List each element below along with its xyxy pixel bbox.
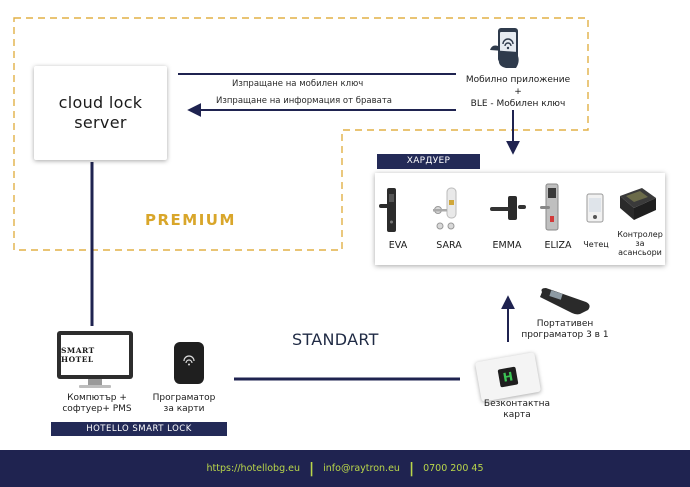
footer-separator: | xyxy=(408,460,415,477)
elevator-controller-icon xyxy=(620,188,656,220)
mobile-phone-icon xyxy=(490,28,519,68)
standart-label: STANDART xyxy=(292,330,379,349)
computer-monitor-icon: SMART HOTEL xyxy=(57,331,133,389)
cloud-lock-server-box: cloud lock server xyxy=(34,66,167,160)
hardware-badge: ХАРДУЕР xyxy=(377,154,480,169)
eva-lock-icon xyxy=(379,188,396,232)
computer-label: Компютър + софтуер+ PMS xyxy=(62,393,132,414)
portable-programmer-icon xyxy=(540,288,590,315)
footer-bar: https://hotellobg.eu | info@raytron.eu |… xyxy=(0,450,690,487)
server-title: cloud lock server xyxy=(58,93,143,132)
premium-label: PREMIUM xyxy=(145,211,236,229)
hotello-smart-lock-badge: HOTELLO SMART LOCK xyxy=(51,422,227,436)
portable-programmer-label: Портативен програматор 3 в 1 xyxy=(521,319,609,340)
device-label-sara: SARA xyxy=(436,240,462,251)
device-label-emma: EMMA xyxy=(492,240,522,251)
device-label-reader: Четец xyxy=(583,240,609,249)
reader-icon xyxy=(586,193,604,223)
card-programmer-icon xyxy=(174,342,204,384)
send-lock-info-label: Изпращане на информация от бравата xyxy=(216,96,392,106)
footer-phone[interactable]: 0700 200 45 xyxy=(423,463,484,474)
device-label-eliza: ELIZA xyxy=(544,240,572,251)
card-logo-letter: H xyxy=(501,369,515,385)
mobile-label-line2: + xyxy=(514,87,522,97)
sara-lock-icon xyxy=(433,187,457,230)
mobile-label-line3: BLE - Мобилен ключ xyxy=(470,99,566,109)
hardware-box xyxy=(375,173,665,265)
monitor-screen-text: SMART HOTEL xyxy=(61,346,95,364)
footer-website-link[interactable]: https://hotellobg.eu xyxy=(206,463,301,474)
eliza-lock-icon xyxy=(540,183,559,231)
device-label-eva: EVA xyxy=(388,240,408,251)
mobile-app-label: Мобилно приложение + BLE - Мобилен ключ xyxy=(458,74,578,110)
mobile-label-line1: Мобилно приложение xyxy=(465,75,571,85)
send-mobile-key-label: Изпращане на мобилен ключ xyxy=(232,79,364,89)
contactless-card-label: Безконтактна карта xyxy=(483,399,551,420)
device-label-elevator-controller: Контролер за асансьори xyxy=(617,230,663,257)
footer-separator: | xyxy=(309,460,315,477)
contactless-card-icon: H xyxy=(474,352,542,402)
footer-email-link[interactable]: info@raytron.eu xyxy=(323,463,400,474)
programmer-label: Програматор за карти xyxy=(152,393,216,414)
emma-lock-icon xyxy=(490,196,526,220)
